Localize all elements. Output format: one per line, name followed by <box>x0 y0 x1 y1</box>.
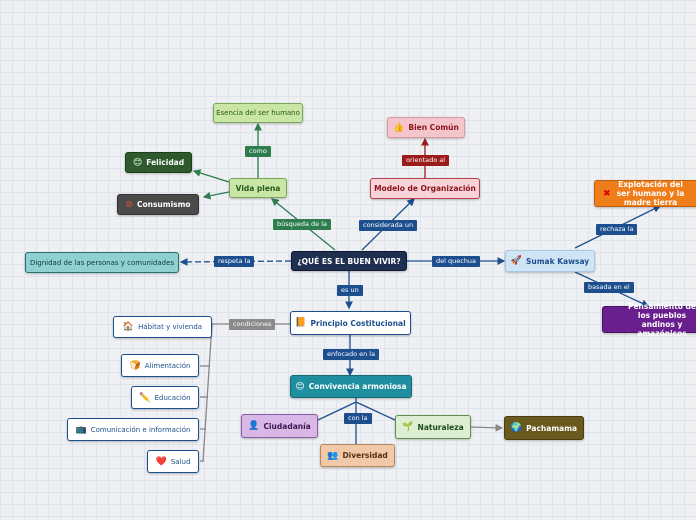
principio-node[interactable]: 📙 Principio Costitucional <box>290 311 411 335</box>
principio-label: Principio Costitucional <box>310 318 406 328</box>
consumismo-label: Consumismo <box>136 200 191 209</box>
label-orientado: orientado al <box>402 155 450 166</box>
modelo-node[interactable]: Modelo de Organización <box>370 178 480 199</box>
label-basada: basada en el <box>584 282 634 293</box>
smiley-icon: 😊 <box>132 157 143 168</box>
vida-plena-node[interactable]: Vida plena <box>229 178 287 198</box>
smiley-icon: 😊 <box>295 381 305 392</box>
naturaleza-label: Naturaleza <box>417 422 464 432</box>
label-rechaza: rechaza la <box>596 224 638 235</box>
convivencia-label: Convivencia armoniosa <box>308 382 407 391</box>
educacion-label: Educación <box>154 393 191 402</box>
label-con-la: con la <box>344 413 372 424</box>
felicidad-label: Felicidad <box>146 158 185 167</box>
thumbs-up-icon: 👍 <box>393 122 405 133</box>
modelo-label: Modelo de Organización <box>374 184 476 193</box>
ciudadania-node[interactable]: 👤 Ciudadanía <box>241 414 318 438</box>
label-enfocado: enfocado en la <box>323 349 380 360</box>
label-considerada: considerada un <box>359 220 418 231</box>
educacion-node[interactable]: ✏️ Educación <box>131 386 199 409</box>
house-icon: 🏠 <box>122 322 135 332</box>
explotacion-node[interactable]: ✖ Explotación del ser humano y la madre … <box>594 180 696 207</box>
label-condiciones: condiciones <box>229 319 276 330</box>
tv-icon: 📺 <box>75 424 87 435</box>
label-busqueda: búsqueda de la <box>273 219 332 230</box>
habitat-label: Hábitat y vivienda <box>138 323 203 331</box>
bread-icon: 🍞 <box>129 360 141 371</box>
seedling-icon: 🌱 <box>402 422 414 432</box>
label-respeta: respeta la <box>214 256 255 267</box>
pensamiento-node[interactable]: Pensamiento de los pueblos andinos y ama… <box>602 302 696 338</box>
label-quechua: del quechua <box>432 256 481 267</box>
convivencia-node[interactable]: 😊 Convivencia armoniosa <box>290 375 412 398</box>
bien-comun-node[interactable]: 👍 Bien Común <box>387 117 465 138</box>
dignidad-label: Dignidad de las personas y comunidades <box>29 258 175 267</box>
naturaleza-node[interactable]: 🌱 Naturaleza <box>395 415 471 439</box>
book-icon: 📙 <box>295 318 307 328</box>
alimentacion-node[interactable]: 🍞 Alimentación <box>121 354 199 377</box>
central-node[interactable]: ¿QUÉ ES EL BUEN VIVIR? <box>291 251 407 271</box>
bien-comun-label: Bien Común <box>408 123 459 132</box>
alimentacion-label: Alimentación <box>144 361 191 370</box>
sumak-label: Sumak Kawsay <box>526 256 590 266</box>
salud-node[interactable]: ❤️ Salud <box>147 450 199 473</box>
esencia-node[interactable]: Esencia del ser humano <box>213 103 303 123</box>
heart-icon: ❤️ <box>155 456 167 467</box>
explotacion-label: Explotación del ser humano y la madre ti… <box>616 180 685 207</box>
rocket-icon: 🚀 <box>510 256 522 266</box>
central-node-label: ¿QUÉ ES EL BUEN VIVIR? <box>297 256 401 266</box>
person-icon: 👤 <box>248 421 260 431</box>
cross-mark-icon: ✖ <box>603 188 611 199</box>
felicidad-node[interactable]: 😊 Felicidad <box>125 152 192 173</box>
pensamiento-label: Pensamiento de los pueblos andinos y ama… <box>627 301 696 338</box>
label-es-un: es un <box>337 285 363 296</box>
ciudadania-label: Ciudadanía <box>263 421 311 431</box>
vida-plena-label: Vida plena <box>235 183 281 193</box>
diversidad-label: Diversidad <box>342 451 388 460</box>
habitat-node[interactable]: 🏠 Hábitat y vivienda <box>113 316 212 338</box>
earth-icon: 🌍 <box>510 423 523 433</box>
esencia-label: Esencia del ser humano <box>216 109 300 117</box>
salud-label: Salud <box>170 457 191 466</box>
pachamama-node[interactable]: 🌍 Pachamama <box>504 416 584 440</box>
label-como: como <box>245 146 271 157</box>
sumak-node[interactable]: 🚀 Sumak Kawsay <box>505 250 595 272</box>
pachamama-label: Pachamama <box>526 423 578 433</box>
diversidad-node[interactable]: 👥 Diversidad <box>320 444 395 467</box>
people-icon: 👥 <box>327 450 339 461</box>
consumismo-node[interactable]: ⊘ Consumismo <box>117 194 199 215</box>
prohibited-icon: ⊘ <box>125 199 133 210</box>
comunicacion-node[interactable]: 📺 Comunicación e información <box>67 418 199 441</box>
comunicacion-label: Comunicación e información <box>90 425 191 434</box>
dignidad-node[interactable]: Dignidad de las personas y comunidades <box>25 252 179 273</box>
pencil-icon: ✏️ <box>139 392 151 403</box>
